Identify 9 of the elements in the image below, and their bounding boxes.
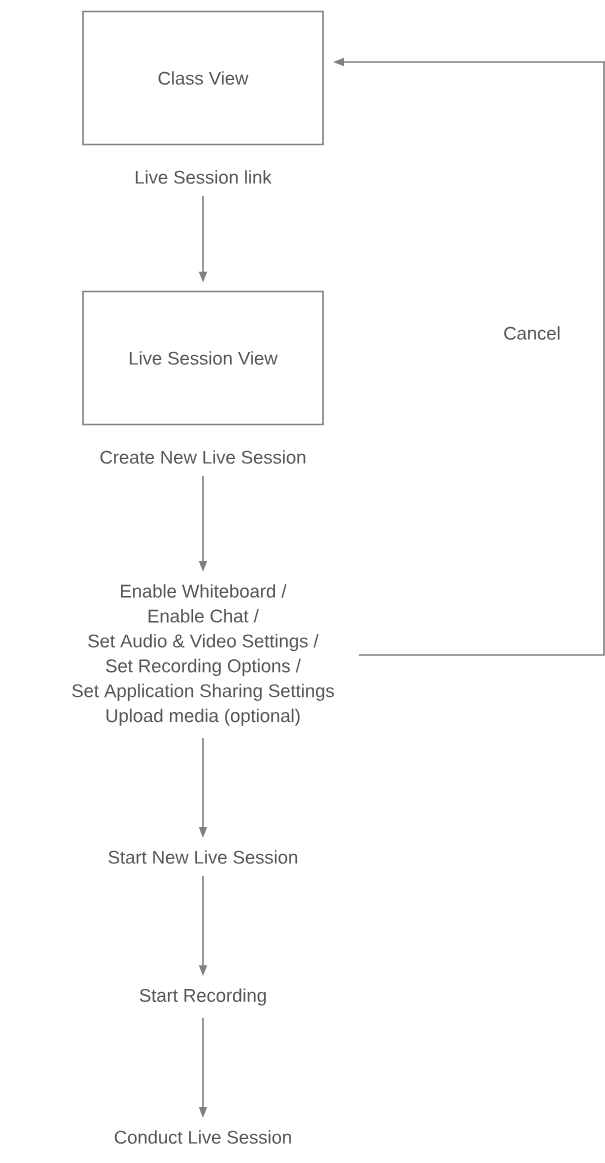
step-text: Enable Whiteboard / Enable Chat / Set Audio & Video Settings / Set Recording Options / Set Application Sharing Settings Upload media (optional) bbox=[72, 584, 334, 726]
step-text: Conduct Live Session bbox=[114, 1130, 291, 1144]
step-text: Start New Live Session bbox=[108, 850, 298, 864]
view-box: Live Session View bbox=[82, 290, 324, 426]
step-text: Start Recording bbox=[139, 988, 266, 1006]
step-text: Create New Live Session bbox=[100, 450, 306, 464]
step-text: Live Session link bbox=[135, 170, 272, 184]
edge-label: Cancel bbox=[501, 324, 563, 342]
view-box: Class View bbox=[82, 10, 324, 146]
